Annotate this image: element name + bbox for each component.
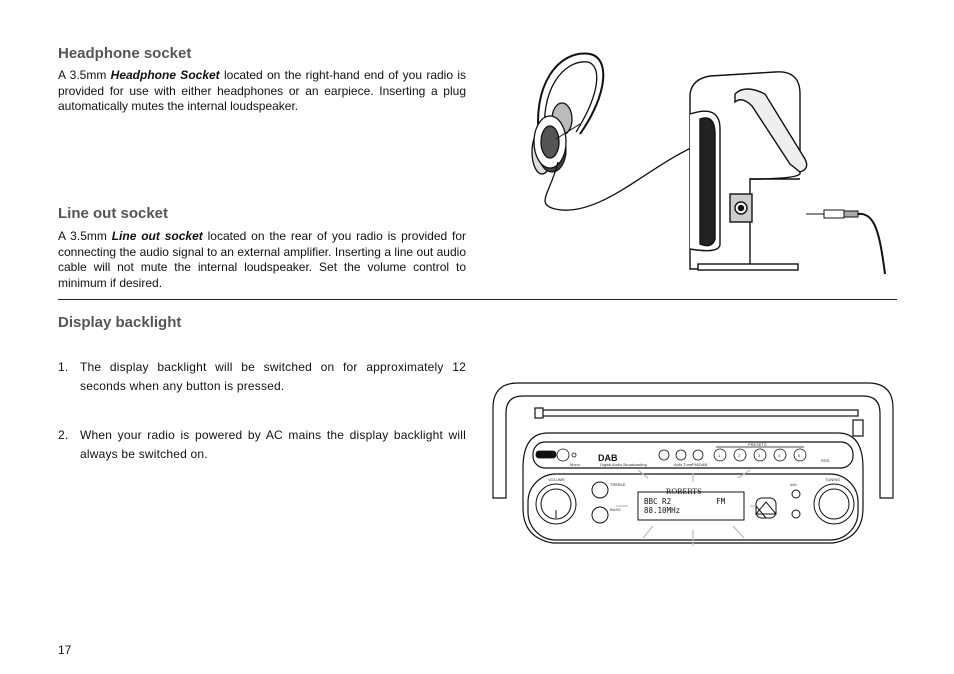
section-divider [58, 299, 897, 300]
presets-label: PRESETS [748, 442, 767, 447]
preset-5: 5 [798, 453, 801, 458]
headphone-socket-heading: Headphone socket [58, 45, 192, 62]
mono-label: Mono [570, 462, 581, 467]
preset-2: 2 [738, 453, 741, 458]
backlight-rays [616, 469, 756, 546]
page-number: 17 [58, 643, 72, 657]
dab-caption: Digital Audio Broadcasting [600, 462, 647, 467]
headphone-socket-text: A 3.5mm Headphone Socket located on the … [58, 68, 467, 113]
treble-label: TREBLE [610, 482, 626, 487]
bass-label: BASS [610, 507, 621, 512]
display-backlight-heading: Display backlight [58, 314, 182, 331]
dab-logo: DAB [598, 453, 618, 463]
radio-front-illustration: DAB Digital Audio Broadcasting Mono Auto… [492, 382, 894, 546]
backlight-list-item-2: 2. When your radio is powered by AC main… [58, 428, 466, 461]
preset-1: 1 [718, 453, 721, 458]
backlight-list-item-1: 1. The display backlight will be switche… [58, 360, 466, 393]
auto-tune-label: Auto Tune [674, 462, 693, 467]
tuning-label: TUNING [825, 477, 840, 482]
fm-dab-label: FM/DAB [692, 462, 707, 467]
info-label: Info [790, 482, 797, 487]
preset-4: 4 [778, 453, 781, 458]
lcd-line-1: BBC R2 FM [644, 497, 726, 506]
roberts-brand: ROBERTS [666, 487, 702, 496]
line-out-socket-text: A 3.5mm Line out socket located on the r… [58, 229, 467, 290]
headphone-illustration [531, 52, 886, 275]
volume-label: VOLUME [548, 477, 565, 482]
preset-3: 3 [758, 453, 761, 458]
line-out-socket-heading: Line out socket [58, 205, 169, 222]
rds-label: RDS [821, 458, 830, 463]
lcd-line-2: 88.10MHz [644, 506, 680, 515]
